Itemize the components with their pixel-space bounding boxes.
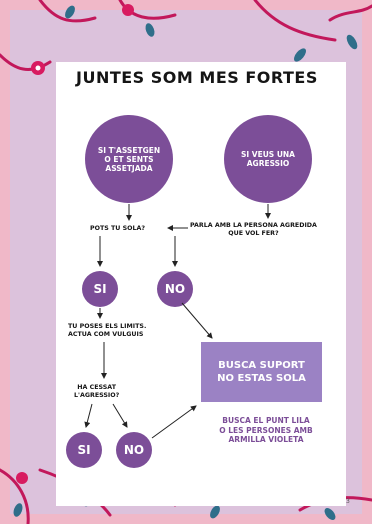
node-si-bottom-label: SI	[77, 443, 91, 457]
node-assetjada-label: SI T'ASSETGEN O ET SENTS ASSETJADA	[97, 145, 161, 173]
text-tu-poses: TU POSES ELS LIMITS. ACTUA COM VULGUIS	[68, 323, 147, 338]
busca-suport-box: BUSCA SUPORT NO ESTAS SOLA	[201, 342, 322, 402]
node-si-top-label: SI	[93, 282, 107, 296]
node-no-top: NO	[157, 271, 193, 307]
page-title: JUNTES SOM MES FORTES	[76, 68, 318, 87]
arrow-cessat-to-si	[84, 403, 93, 428]
node-assetjada: SI T'ASSETGEN O ET SENTS ASSETJADA	[85, 115, 173, 203]
node-no-top-label: NO	[164, 282, 186, 296]
question-ha-cessat: HA CESSAT L'AGRESSIO?	[74, 384, 120, 399]
node-no-bottom: NO	[116, 432, 152, 468]
question-parla-amb: PARLA AMB LA PERSONA AGREDIDA QUE VOL FE…	[190, 222, 317, 237]
arrow-no-to-box	[181, 302, 213, 339]
node-agressio: SI VEUS UNA AGRESSIO	[224, 115, 312, 203]
node-si-top: SI	[82, 271, 118, 307]
busca-punt-lila-note: BUSCA EL PUNT LILA O LES PERSONES AMB AR…	[219, 416, 313, 444]
arrow-no-to-box-bottom	[151, 405, 197, 439]
node-no-bottom-label: NO	[123, 443, 145, 457]
question-pots-tu-sola: POTS TU SOLA?	[90, 225, 146, 232]
node-si-bottom: SI	[66, 432, 102, 468]
page-number: 3	[346, 498, 350, 505]
node-agressio-label: SI VEUS UNA AGRESSIO	[240, 150, 295, 168]
arrow-cessat-to-no	[112, 403, 128, 428]
